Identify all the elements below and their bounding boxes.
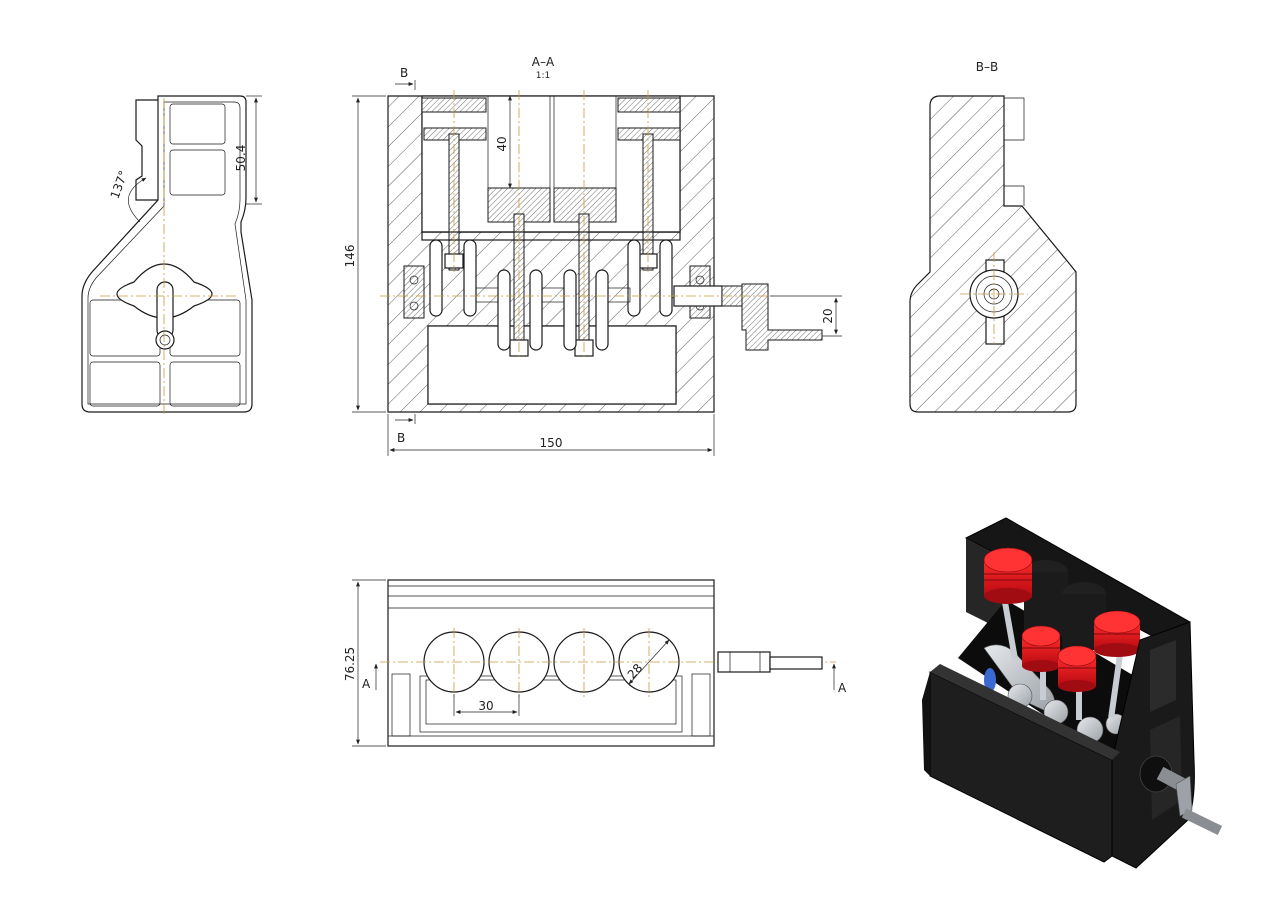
cut-marker-a-right: A	[838, 681, 847, 695]
cylinder-depth-dimension: 40	[495, 136, 509, 151]
section-bb-view: B–B	[909, 60, 1077, 413]
isometric-render	[922, 517, 1223, 869]
piston-2	[1021, 625, 1061, 672]
side-height-dimension: 50.4	[234, 145, 248, 172]
angle-dimension: 137°	[108, 169, 131, 201]
total-height-dimension: 146	[343, 245, 357, 268]
side-view: 50.4 137°	[81, 95, 262, 414]
top-view: 76.25 30 28 A A	[343, 579, 847, 747]
piston-4	[1093, 610, 1141, 657]
cut-marker-b-top: B	[400, 66, 408, 80]
cut-marker-a-left: A	[362, 677, 371, 691]
cut-marker-b-bottom: B	[397, 431, 405, 445]
side-view-outline	[81, 95, 253, 413]
total-width-dimension: 150	[540, 436, 563, 450]
section-bb-body	[909, 95, 1077, 413]
depth-dimension: 76.25	[343, 647, 357, 681]
piston-3	[1057, 645, 1097, 692]
section-bb-title: B–B	[976, 60, 998, 74]
piston-1	[983, 547, 1033, 604]
bore-pitch-dimension: 30	[478, 699, 493, 713]
section-aa-view: A–A 1:1	[343, 55, 842, 456]
shaft-offset-dimension: 20	[821, 308, 835, 323]
section-aa-scale: 1:1	[536, 71, 550, 81]
section-aa-title: A–A	[532, 55, 555, 69]
